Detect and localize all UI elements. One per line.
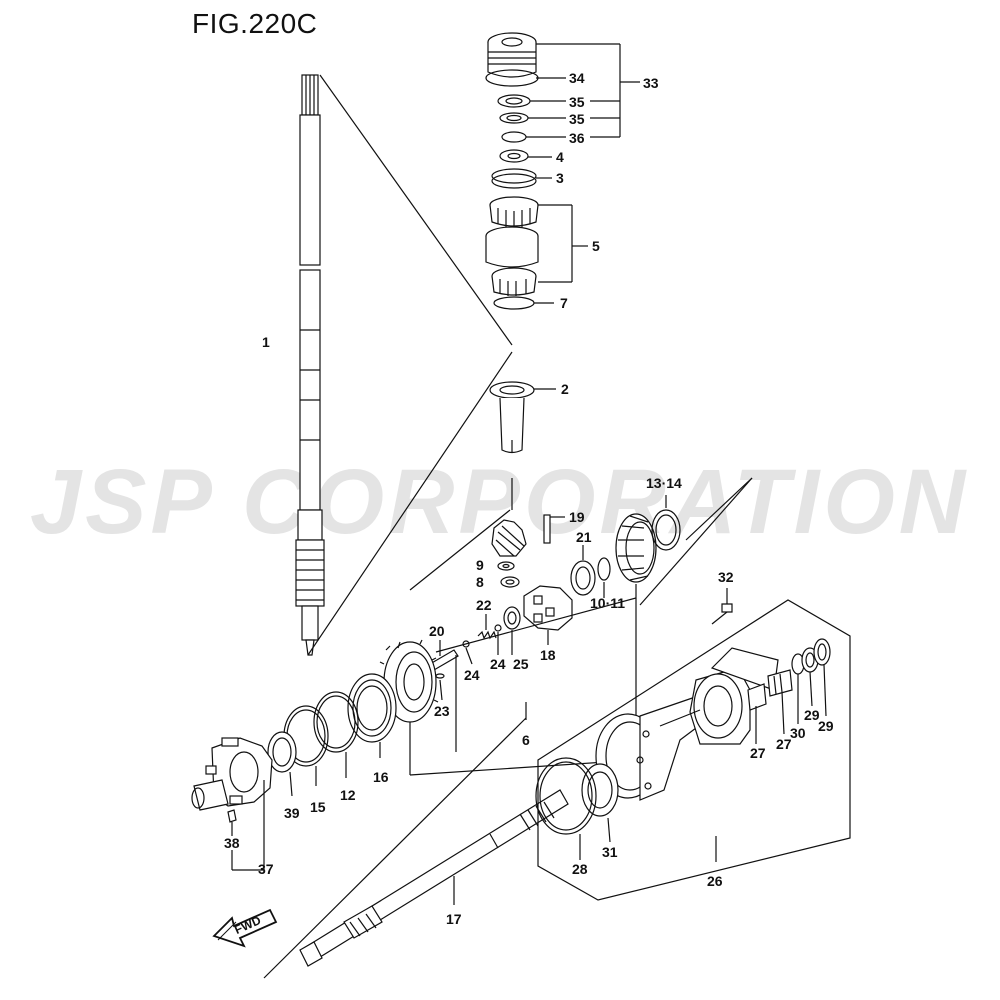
callout-1: 1 [262,334,270,350]
callout-35-lower: 35 [569,111,585,127]
callout-17: 17 [446,911,462,927]
callout-31: 31 [602,844,618,860]
pinion-gear [491,519,527,557]
callout-24-right: 24 [490,656,506,672]
callout-25: 25 [513,656,529,672]
callout-3: 3 [556,170,564,186]
callout-12: 12 [340,787,356,803]
callout-35-upper: 35 [569,94,585,110]
callout-23: 23 [434,703,450,719]
callout-9: 9 [476,557,484,573]
callout-30: 30 [790,725,806,741]
thrust-bearing-16 [347,673,397,743]
callout-24-left: 24 [464,667,480,683]
figure-title: FIG.220C [192,8,318,39]
callout-28: 28 [572,861,588,877]
bearing-21 [570,560,596,596]
reverse-gear [379,639,439,723]
callout-15: 15 [310,799,326,815]
callout-19: 19 [569,509,585,525]
forward-gear [615,513,657,583]
callout-16: 16 [373,769,389,785]
bearing-housing-26 [595,647,779,801]
fwd-arrow-icon [212,908,278,948]
callout-4: 4 [556,149,564,165]
callout-10-11: 10·11 [590,595,626,611]
callout-34: 34 [569,70,585,86]
callout-29-left: 29 [804,707,820,723]
callout-18: 18 [540,647,556,663]
callout-7: 7 [560,295,568,311]
bearing-carrier-37 [191,737,273,811]
drive-shaft [295,74,325,656]
callout-37: 37 [258,861,274,877]
callout-39: 39 [284,805,300,821]
callout-22: 22 [476,597,492,613]
callout-33: 33 [643,75,659,91]
clutch-dog [523,585,573,631]
callout-2: 2 [561,381,569,397]
callout-29-right: 29 [818,718,834,734]
callout-27-right: 27 [776,736,792,752]
callout-13-14: 13·14 [646,475,682,491]
callout-20: 20 [429,623,445,639]
callout-8: 8 [476,574,484,590]
sleeve-2 [489,381,535,454]
bearing-housing-33 [485,32,539,87]
callout-32: 32 [718,569,734,585]
callout-5: 5 [592,238,600,254]
callout-27-left: 27 [750,745,766,761]
taper-bearing-5 [485,196,539,296]
callout-21: 21 [576,529,592,545]
callout-36: 36 [569,130,585,146]
callout-38: 38 [224,835,240,851]
callout-6: 6 [522,732,530,748]
propeller-shaft [299,789,569,967]
callout-26: 26 [707,873,723,889]
